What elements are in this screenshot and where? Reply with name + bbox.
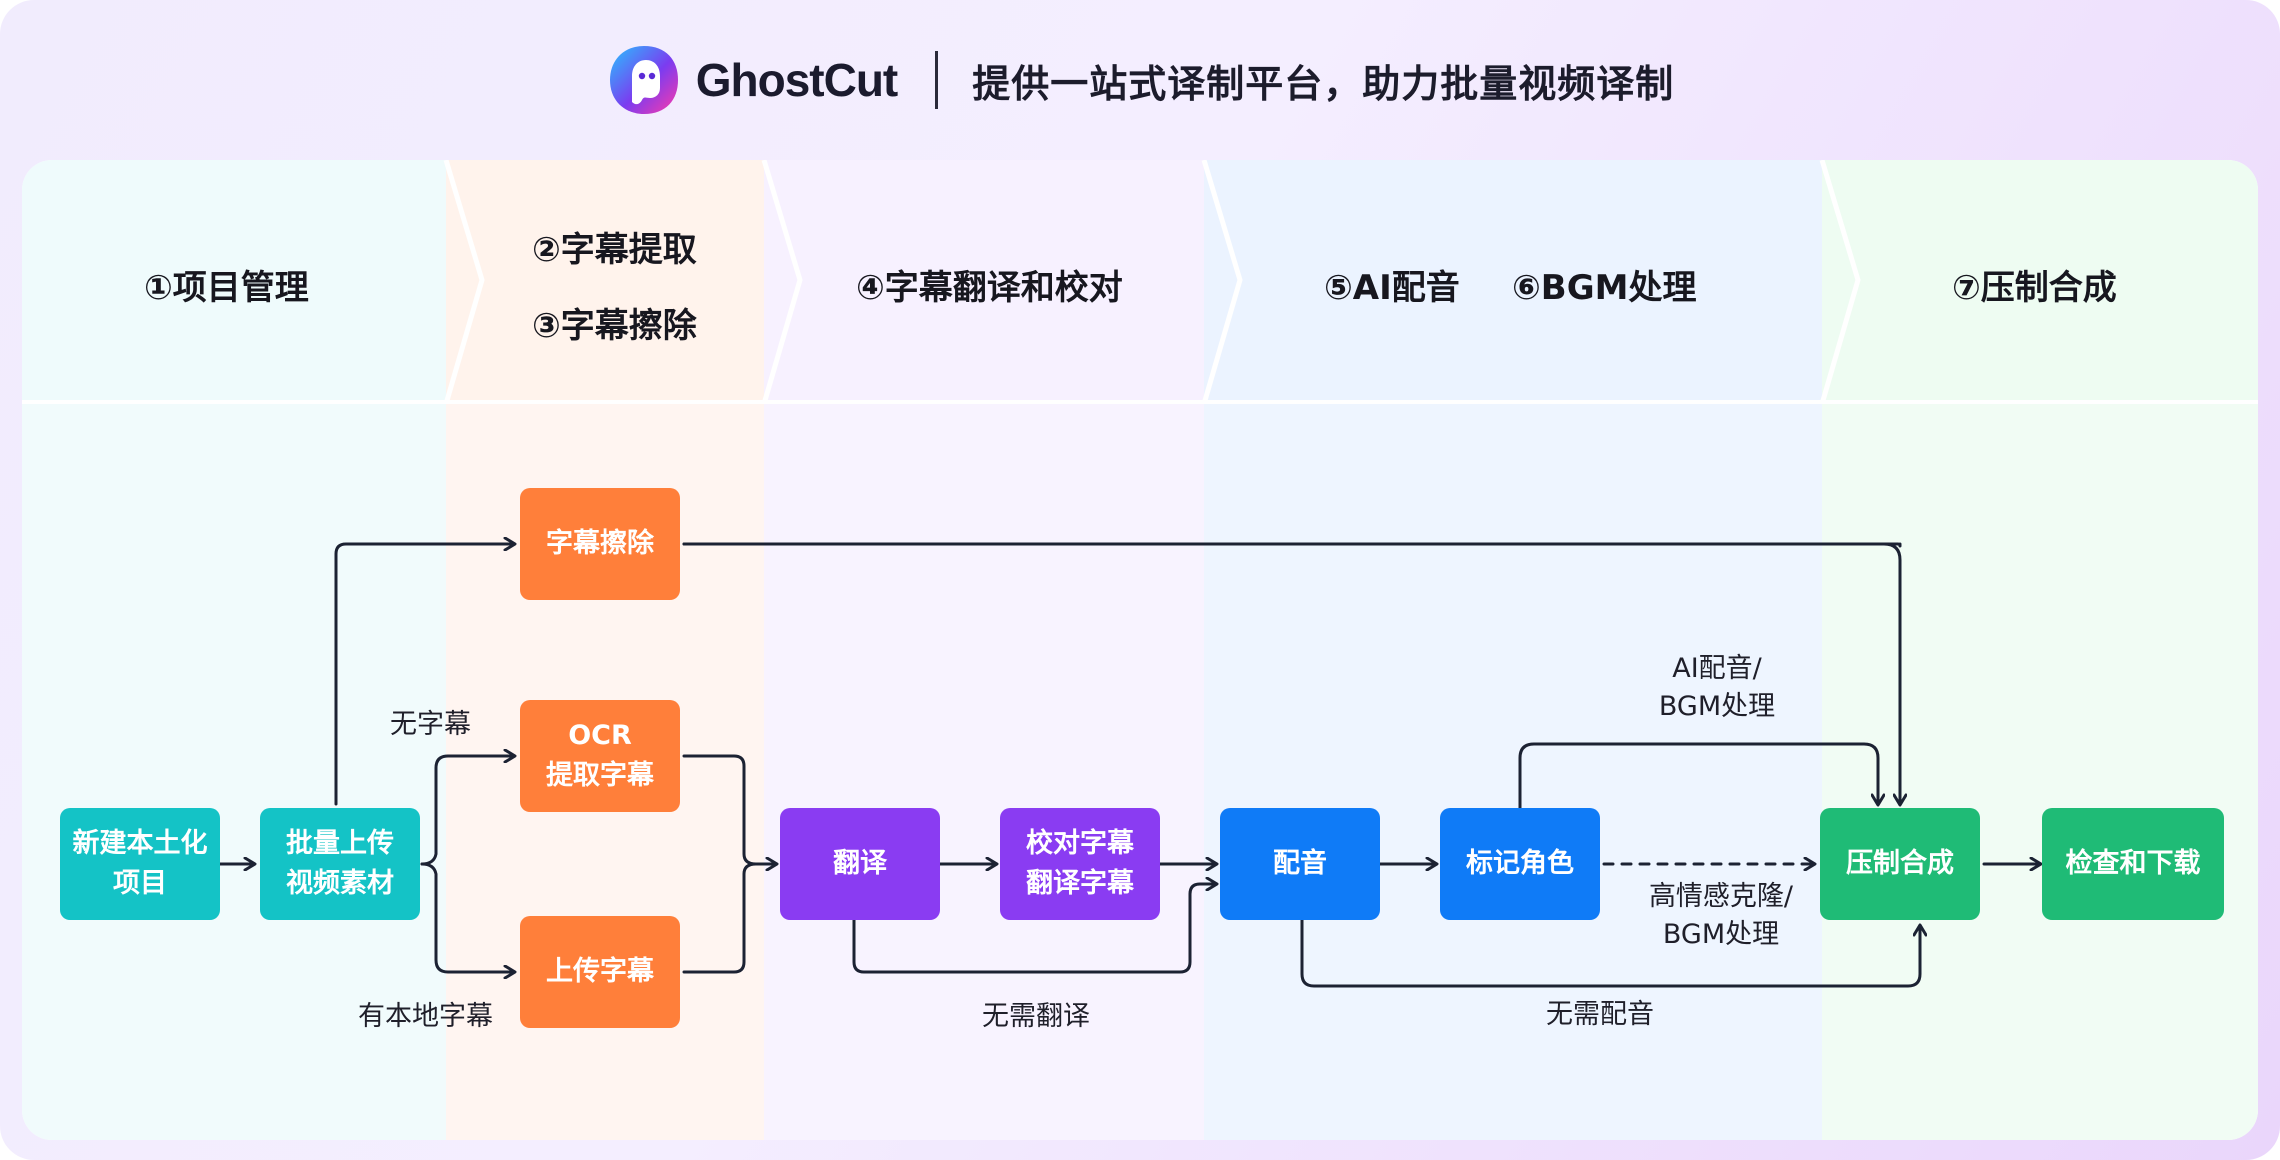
- node-batch-upload-line2: 视频素材: [286, 868, 394, 899]
- node-dubbing-line1: 配音: [1273, 848, 1327, 879]
- edge-ocr-to-translate: [682, 754, 776, 864]
- edge-upload-to-ocr: [420, 756, 514, 866]
- edge-no-dubbing: [1300, 918, 1920, 988]
- header-divider: [935, 51, 939, 109]
- phase-label-subtitle-extract: ②字幕提取: [532, 230, 697, 270]
- node-ocr-extract-line2: 提取字幕: [546, 760, 654, 791]
- node-proofread: 校对字幕翻译字幕: [1000, 808, 1160, 920]
- node-mark-roles: 标记角色: [1440, 808, 1600, 920]
- logo-text: GhostCut: [695, 54, 899, 106]
- node-check-download: 检查和下载: [2042, 808, 2224, 920]
- phase-column-dubbing: [1204, 160, 1822, 1140]
- edge-label-has-local-subtitle: 有本地字幕: [358, 1001, 493, 1032]
- edge-label-ai-dub-bgm-line2: BGM处理: [1658, 691, 1776, 722]
- node-mark-roles-line1: 标记角色: [1466, 848, 1574, 879]
- edge-label-ai-dub-bgm-line1: AI配音/: [1672, 653, 1762, 684]
- node-new-project: 新建本土化项目: [60, 808, 220, 920]
- phase-chevrons: [22, 160, 2258, 404]
- node-ocr-extract-line1: OCR: [568, 720, 632, 751]
- phase-column-compose: [1822, 160, 2258, 1140]
- phase-label-bgm: ⑥BGM处理: [1512, 268, 1697, 308]
- node-translate: 翻译: [780, 808, 940, 920]
- node-dubbing: 配音: [1220, 808, 1380, 920]
- workflow-panel: ①项目管理 ②字幕提取 ③字幕擦除 ④字幕翻译和校对 ⑤AI配音 ⑥BGM处理 …: [22, 160, 2258, 1140]
- phase-label-translate: ④字幕翻译和校对: [856, 268, 1123, 308]
- node-subtitle-erase-line1: 字幕擦除: [546, 528, 654, 559]
- edge-label-no-translation: 无需翻译: [982, 1001, 1090, 1032]
- phase-column-translate: [764, 160, 1204, 1140]
- edge-label-no-dubbing: 无需配音: [1546, 999, 1654, 1030]
- edge-label-emotion-clone-line1: 高情感克隆/: [1648, 881, 1794, 912]
- edge-erase-to-compose: [682, 542, 1900, 804]
- edge-label-emotion-clone-bgm: 高情感克隆/ BGM处理: [1628, 878, 1814, 954]
- phase-label-subtitle-erase: ③字幕擦除: [532, 306, 697, 346]
- edge-no-translation: [852, 884, 1216, 974]
- node-compose-line1: 压制合成: [1846, 848, 1954, 879]
- phase-label-ai-dubbing: ⑤AI配音: [1324, 268, 1460, 308]
- edge-label-ai-dub-bgm: AI配音/ BGM处理: [1632, 650, 1802, 726]
- phase-label-project: ①项目管理: [144, 268, 309, 308]
- edge-upload-to-erase: [334, 544, 514, 806]
- tagline: 提供一站式译制平台，助力批量视频译制: [972, 61, 1675, 106]
- ghostcut-logo: GhostCut: [606, 42, 898, 118]
- ghost-logo-icon: [609, 46, 678, 114]
- node-check-download-line1: 检查和下载: [2065, 848, 2201, 879]
- node-upload-subtitle-line1: 上传字幕: [546, 956, 654, 987]
- node-compose: 压制合成: [1820, 808, 1980, 920]
- edge-roles-ai-dub: [1518, 742, 1878, 810]
- phase-label-compose: ⑦压制合成: [1952, 268, 2117, 308]
- edge-label-emotion-clone-line2: BGM处理: [1662, 919, 1780, 950]
- node-batch-upload: 批量上传视频素材: [260, 808, 420, 920]
- edge-label-no-subtitle: 无字幕: [390, 709, 471, 740]
- node-ocr-extract: OCR 提取字幕: [520, 700, 680, 812]
- node-new-project-line2: 项目: [113, 868, 167, 899]
- node-batch-upload-line1: 批量上传: [286, 828, 394, 859]
- header: GhostCut 提供一站式译制平台，助力批量视频译制: [0, 40, 2280, 120]
- edge-upload-to-upload-subtitle: [420, 862, 514, 972]
- edge-upload-subtitle-to-translate: [682, 862, 758, 974]
- node-translate-line1: 翻译: [833, 848, 887, 879]
- workflow-edges: [218, 160, 2258, 988]
- phase-column-project: [22, 160, 446, 1140]
- edge-erase-line: [682, 542, 1902, 548]
- node-proofread-line1: 校对字幕: [1026, 828, 1134, 859]
- node-upload-subtitle: 上传字幕: [520, 916, 680, 1028]
- node-subtitle-erase: 字幕擦除: [520, 488, 680, 600]
- node-new-project-line1: 新建本土化: [72, 828, 208, 859]
- node-proofread-line2: 翻译字幕: [1026, 868, 1134, 899]
